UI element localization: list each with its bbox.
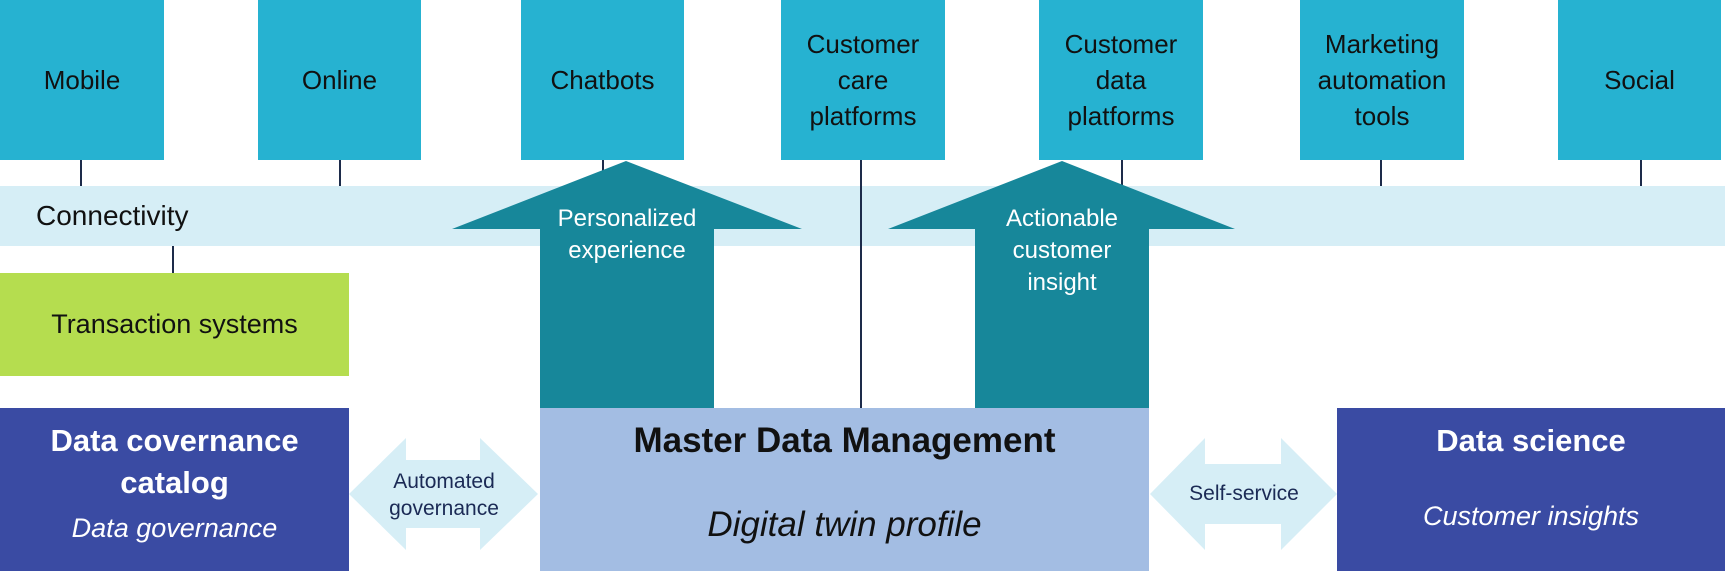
connector-online — [339, 160, 341, 186]
arrow-label-line: insight — [1027, 269, 1097, 296]
connector-mobile — [80, 160, 82, 186]
actionable-insight-arrow — [888, 161, 1235, 408]
connector-transaction — [172, 246, 174, 273]
channel-label: Marketing — [1324, 29, 1440, 59]
link-label-line: Self-service — [1189, 482, 1299, 505]
channel-customer-data-platforms: Customer data platforms — [1039, 0, 1203, 160]
arrow-label-line: Actionable — [1005, 205, 1119, 232]
channel-label: automation — [1317, 65, 1447, 95]
channel-label: Social — [1604, 65, 1675, 95]
channel-online: Online — [258, 0, 421, 160]
personalized-experience-label: Personalized experience — [520, 203, 734, 267]
self-service-label: Self-service — [1160, 480, 1328, 507]
automated-governance-double-arrow — [349, 438, 538, 550]
automated-governance-label: Automated governance — [360, 468, 528, 522]
catalog-subtitle: Data governance — [71, 513, 278, 543]
channel-label: platforms — [1067, 101, 1175, 131]
actionable-insight-label: Actionable customer insight — [955, 203, 1169, 299]
data-science-box: Data science Customer insights — [1337, 408, 1725, 571]
mdm-subtitle: Digital twin profile — [707, 505, 982, 544]
link-label-line: governance — [389, 497, 499, 520]
science-title: Data science — [1436, 423, 1626, 458]
master-data-management-box: Master Data Management Digital twin prof… — [540, 408, 1149, 571]
transaction-systems-box: Transaction systems — [0, 273, 349, 376]
catalog-title-line: Data covernance — [50, 423, 299, 458]
channel-label: Customer — [806, 29, 920, 59]
channel-label: Mobile — [43, 65, 121, 95]
connector-customer-care — [860, 160, 862, 408]
connector-customer-data — [1121, 160, 1123, 186]
connector-social — [1640, 160, 1642, 186]
connectivity-bar — [0, 186, 1725, 246]
channel-label: data — [1095, 65, 1147, 95]
channel-mobile: Mobile — [0, 0, 164, 160]
channel-label: tools — [1354, 101, 1410, 131]
transaction-systems-label: Transaction systems — [51, 309, 298, 339]
channel-customer-care-platforms: Customer care platforms — [781, 0, 945, 160]
self-service-double-arrow — [1150, 438, 1337, 550]
catalog-title-line: catalog — [120, 465, 229, 500]
data-governance-catalog-box: Data covernance catalog Data governance — [0, 408, 349, 571]
channel-chatbots: Chatbots — [521, 0, 684, 160]
arrow-label-line: customer — [1012, 237, 1112, 264]
mdm-title: Master Data Management — [633, 421, 1056, 460]
channel-label: Online — [301, 65, 378, 95]
channel-label: Chatbots — [550, 65, 655, 95]
science-subtitle: Customer insights — [1422, 501, 1640, 531]
channel-label: platforms — [809, 101, 917, 131]
connector-marketing — [1380, 160, 1382, 186]
link-label-line: Automated — [393, 470, 495, 493]
channel-social: Social — [1558, 0, 1721, 160]
arrow-label-line: Personalized — [557, 205, 697, 232]
channel-marketing-automation-tools: Marketing automation tools — [1300, 0, 1464, 160]
connectivity-label: Connectivity — [36, 200, 189, 231]
channel-label: Customer — [1064, 29, 1178, 59]
arrow-label-line: experience — [568, 237, 686, 264]
channel-label: care — [837, 65, 889, 95]
personalized-experience-arrow — [452, 161, 802, 408]
